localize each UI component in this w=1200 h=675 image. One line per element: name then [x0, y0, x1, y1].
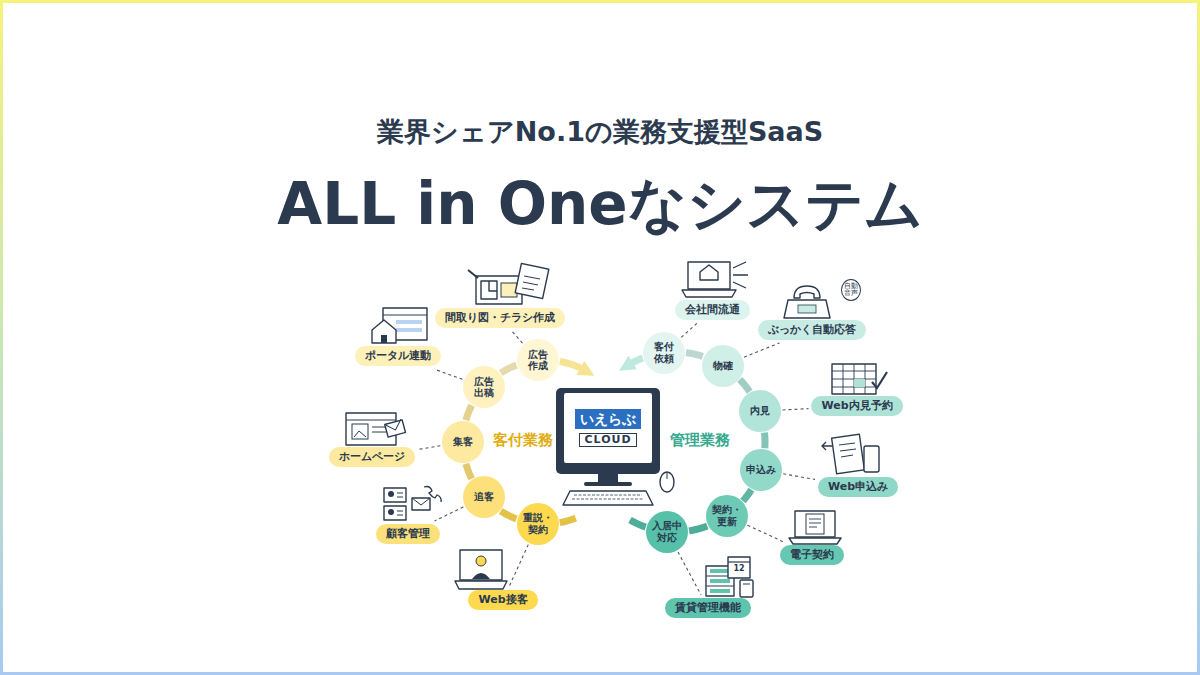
node-label: 客付依頼 — [653, 341, 675, 364]
phone-icon — [784, 286, 830, 318]
cycle-arc — [501, 365, 517, 373]
leader-line — [512, 331, 523, 343]
process-circle: 客付依頼 — [643, 332, 685, 374]
process-circle: 重説・契約 — [517, 503, 559, 545]
node-label: 広告出稿 — [473, 376, 495, 399]
customer-icon — [384, 487, 441, 521]
node-label: 追客 — [474, 491, 494, 503]
node-label: 内見 — [750, 405, 770, 417]
e-contract-icon — [789, 511, 841, 544]
calendar-number: 12 — [733, 564, 744, 574]
title: ALL in Oneなシステム — [277, 173, 922, 237]
process-circle: 入居中対応 — [646, 511, 688, 553]
leader-line — [681, 323, 697, 337]
node-label: 集客 — [453, 436, 473, 448]
cycle-arc — [686, 353, 703, 357]
node-label: ぶっかく自動応答 — [768, 324, 856, 337]
feature-pill: 賃貸管理機能 — [665, 598, 751, 618]
node-label: Web接客 — [478, 594, 527, 607]
portal-icon — [372, 308, 427, 343]
logo-text: いえらぶ — [575, 409, 641, 429]
process-circle: 広告作成 — [517, 339, 559, 381]
cycle-arc — [466, 464, 472, 479]
leader-line — [783, 474, 815, 480]
feature-pill: ホームページ — [329, 447, 415, 467]
homepage-icon — [346, 413, 406, 445]
leader-line — [748, 525, 784, 542]
process-circle: 契約・更新 — [706, 495, 748, 537]
feature-pill: Web接客 — [468, 590, 537, 610]
node-label: 電子契約 — [790, 549, 834, 562]
process-circle: 集客 — [442, 421, 484, 463]
leader-line — [783, 409, 809, 410]
group-label: 管理業務 — [670, 431, 730, 449]
management-icon — [706, 557, 753, 597]
leader-line — [435, 507, 464, 521]
cycle-tail — [560, 518, 576, 523]
node-label: ホームページ — [339, 451, 405, 464]
leader-line — [678, 552, 701, 595]
feature-pill: 電子契約 — [780, 545, 844, 565]
node-label: 物確 — [713, 360, 733, 372]
process-circle: 申込み — [740, 449, 782, 491]
node-label: Web内見予約 — [821, 400, 892, 413]
subtitle: 業界シェアNo.1の業務支援型SaaS — [377, 116, 824, 148]
feature-pill: 顧客管理 — [376, 524, 440, 544]
process-circle: 広告出稿 — [463, 366, 505, 408]
cycle-arc — [743, 490, 751, 501]
leader-line — [509, 545, 528, 587]
cycle-arc — [466, 405, 472, 420]
cycle-tail — [627, 358, 642, 366]
node-label: 入居中対応 — [651, 520, 683, 543]
process-circle: 物確 — [702, 345, 744, 387]
badge-label: 自動音声 — [841, 279, 862, 302]
feature-pill: ポータル連動 — [355, 346, 441, 366]
cycle-arc — [740, 379, 750, 391]
feature-pill: 会社間流通 — [675, 300, 750, 320]
node-label: 重説・契約 — [522, 512, 554, 535]
node-label: 間取り図・チラシ作成 — [445, 312, 555, 325]
web-service-icon — [455, 550, 507, 589]
cycle-tail — [630, 520, 646, 527]
node-label: 顧客管理 — [386, 528, 430, 541]
cycle-tail — [560, 361, 586, 371]
feature-pill: ぶっかく自動応答 — [758, 320, 866, 340]
node-label: 申込み — [746, 464, 776, 476]
leader-line — [434, 369, 462, 379]
cycle-arc — [689, 526, 707, 531]
feature-pill: Web内見予約 — [811, 396, 902, 416]
feature-pill: Web申込み — [818, 477, 898, 497]
group-label: 客付業務 — [493, 431, 553, 449]
node-label: ポータル連動 — [365, 350, 431, 363]
node-label: 契約・更新 — [711, 504, 743, 527]
cycle-arc — [501, 511, 517, 519]
logo-subtext: CLOUD — [579, 433, 636, 448]
calendar-icon — [832, 364, 887, 394]
flyer-icon — [468, 263, 549, 304]
application-icon — [822, 434, 879, 474]
monitor-screen: いえらぶ CLOUD — [564, 393, 652, 463]
node-label: 会社間流通 — [685, 304, 740, 317]
feature-pill: 間取り図・チラシ作成 — [435, 308, 565, 328]
network-laptop-icon — [682, 262, 748, 297]
node-label: Web申込み — [828, 481, 888, 494]
computer-icon — [556, 388, 674, 505]
leader-line — [418, 446, 440, 450]
process-circle: 追客 — [463, 476, 505, 518]
node-label: 広告作成 — [527, 349, 549, 372]
cycle-arc — [761, 433, 768, 449]
leader-line — [744, 343, 779, 357]
process-circle: 内見 — [739, 390, 781, 432]
node-label: 賃貸管理機能 — [675, 602, 741, 615]
